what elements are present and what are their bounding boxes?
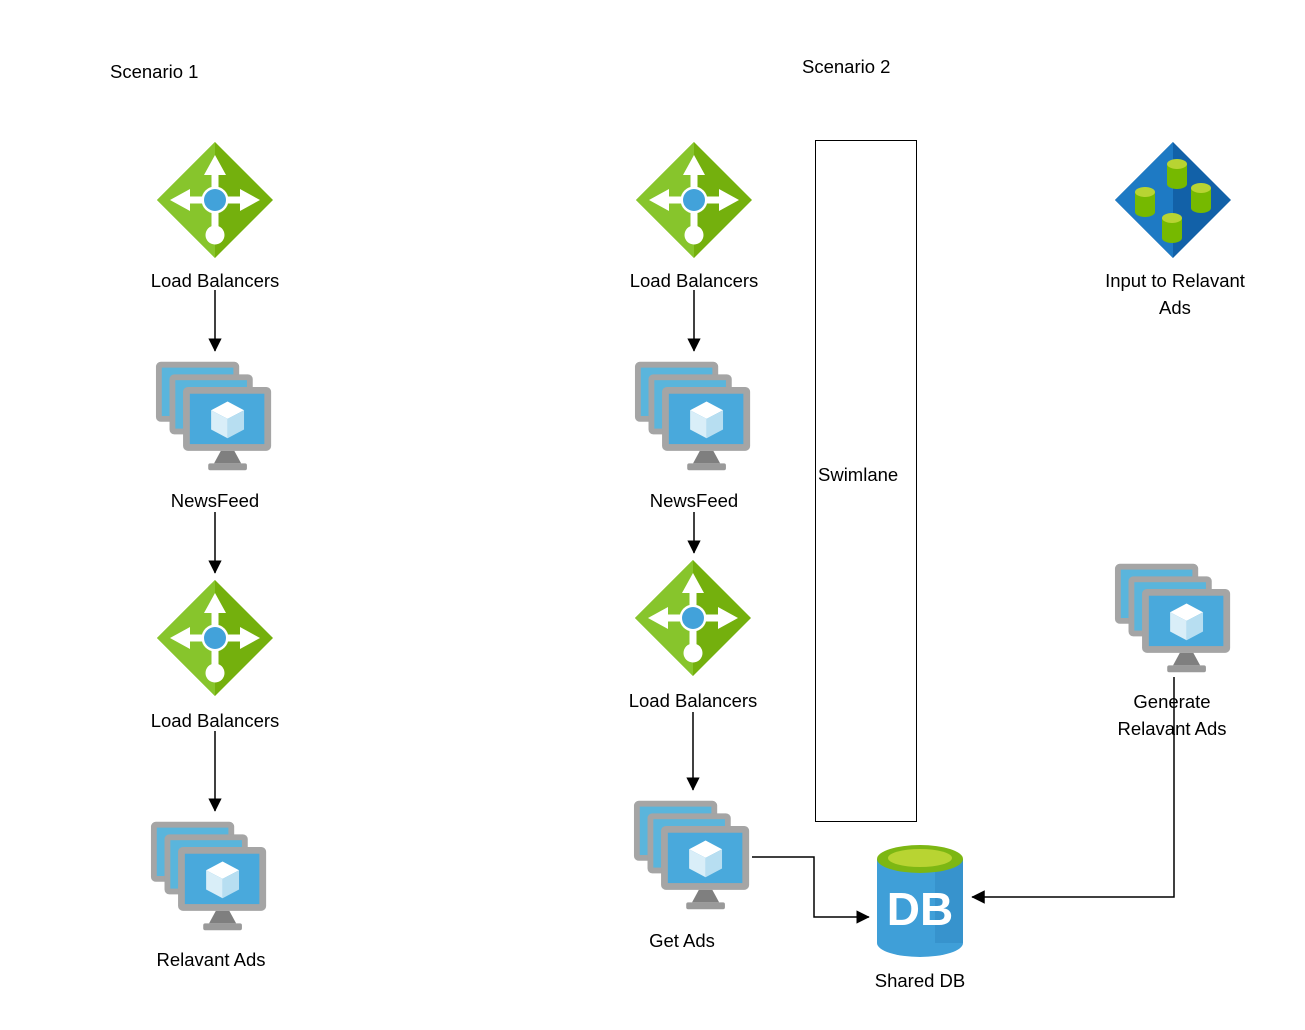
load-balancer-icon (634, 140, 754, 265)
load-balancer-icon (155, 578, 275, 703)
load-balancer-icon (155, 140, 275, 265)
scenario2-title: Scenario 2 (802, 56, 891, 77)
swimlane-label: Swimlane (818, 464, 899, 485)
scenario1-title: Scenario 1 (110, 61, 199, 82)
s2-lb2-label: Load Balancers (628, 690, 758, 711)
newsfeed-icon (152, 356, 278, 481)
s2-lb1-label: Load Balancers (629, 270, 759, 291)
relavant-ads-icon (147, 816, 273, 941)
arrow-getads-shareddb (752, 856, 870, 924)
s1-lb1-label: Load Balancers (150, 270, 280, 291)
input-node-label: Input to Relavant Ads (1105, 270, 1245, 318)
load-balancer-icon (633, 558, 753, 683)
generate-ads-icon (1111, 558, 1237, 683)
newsfeed-icon (631, 356, 757, 481)
shared-db-icon: DB (875, 843, 965, 963)
s1-lb2-label: Load Balancers (150, 710, 280, 731)
db-text: DB (887, 883, 953, 935)
get-ads-icon (630, 795, 756, 920)
generate-node-label: Generate Relavant Ads (1117, 691, 1227, 739)
swimlane-container: Swimlane (815, 140, 917, 822)
s2-get-ads-label: Get Ads (649, 930, 715, 951)
s1-newsfeed-label: NewsFeed (170, 490, 260, 511)
s2-newsfeed-label: NewsFeed (649, 490, 739, 511)
s1-relavant-ads-label: Relavant Ads (156, 949, 266, 970)
input-data-icon (1113, 140, 1233, 265)
shared-db-label: Shared DB (874, 970, 966, 991)
